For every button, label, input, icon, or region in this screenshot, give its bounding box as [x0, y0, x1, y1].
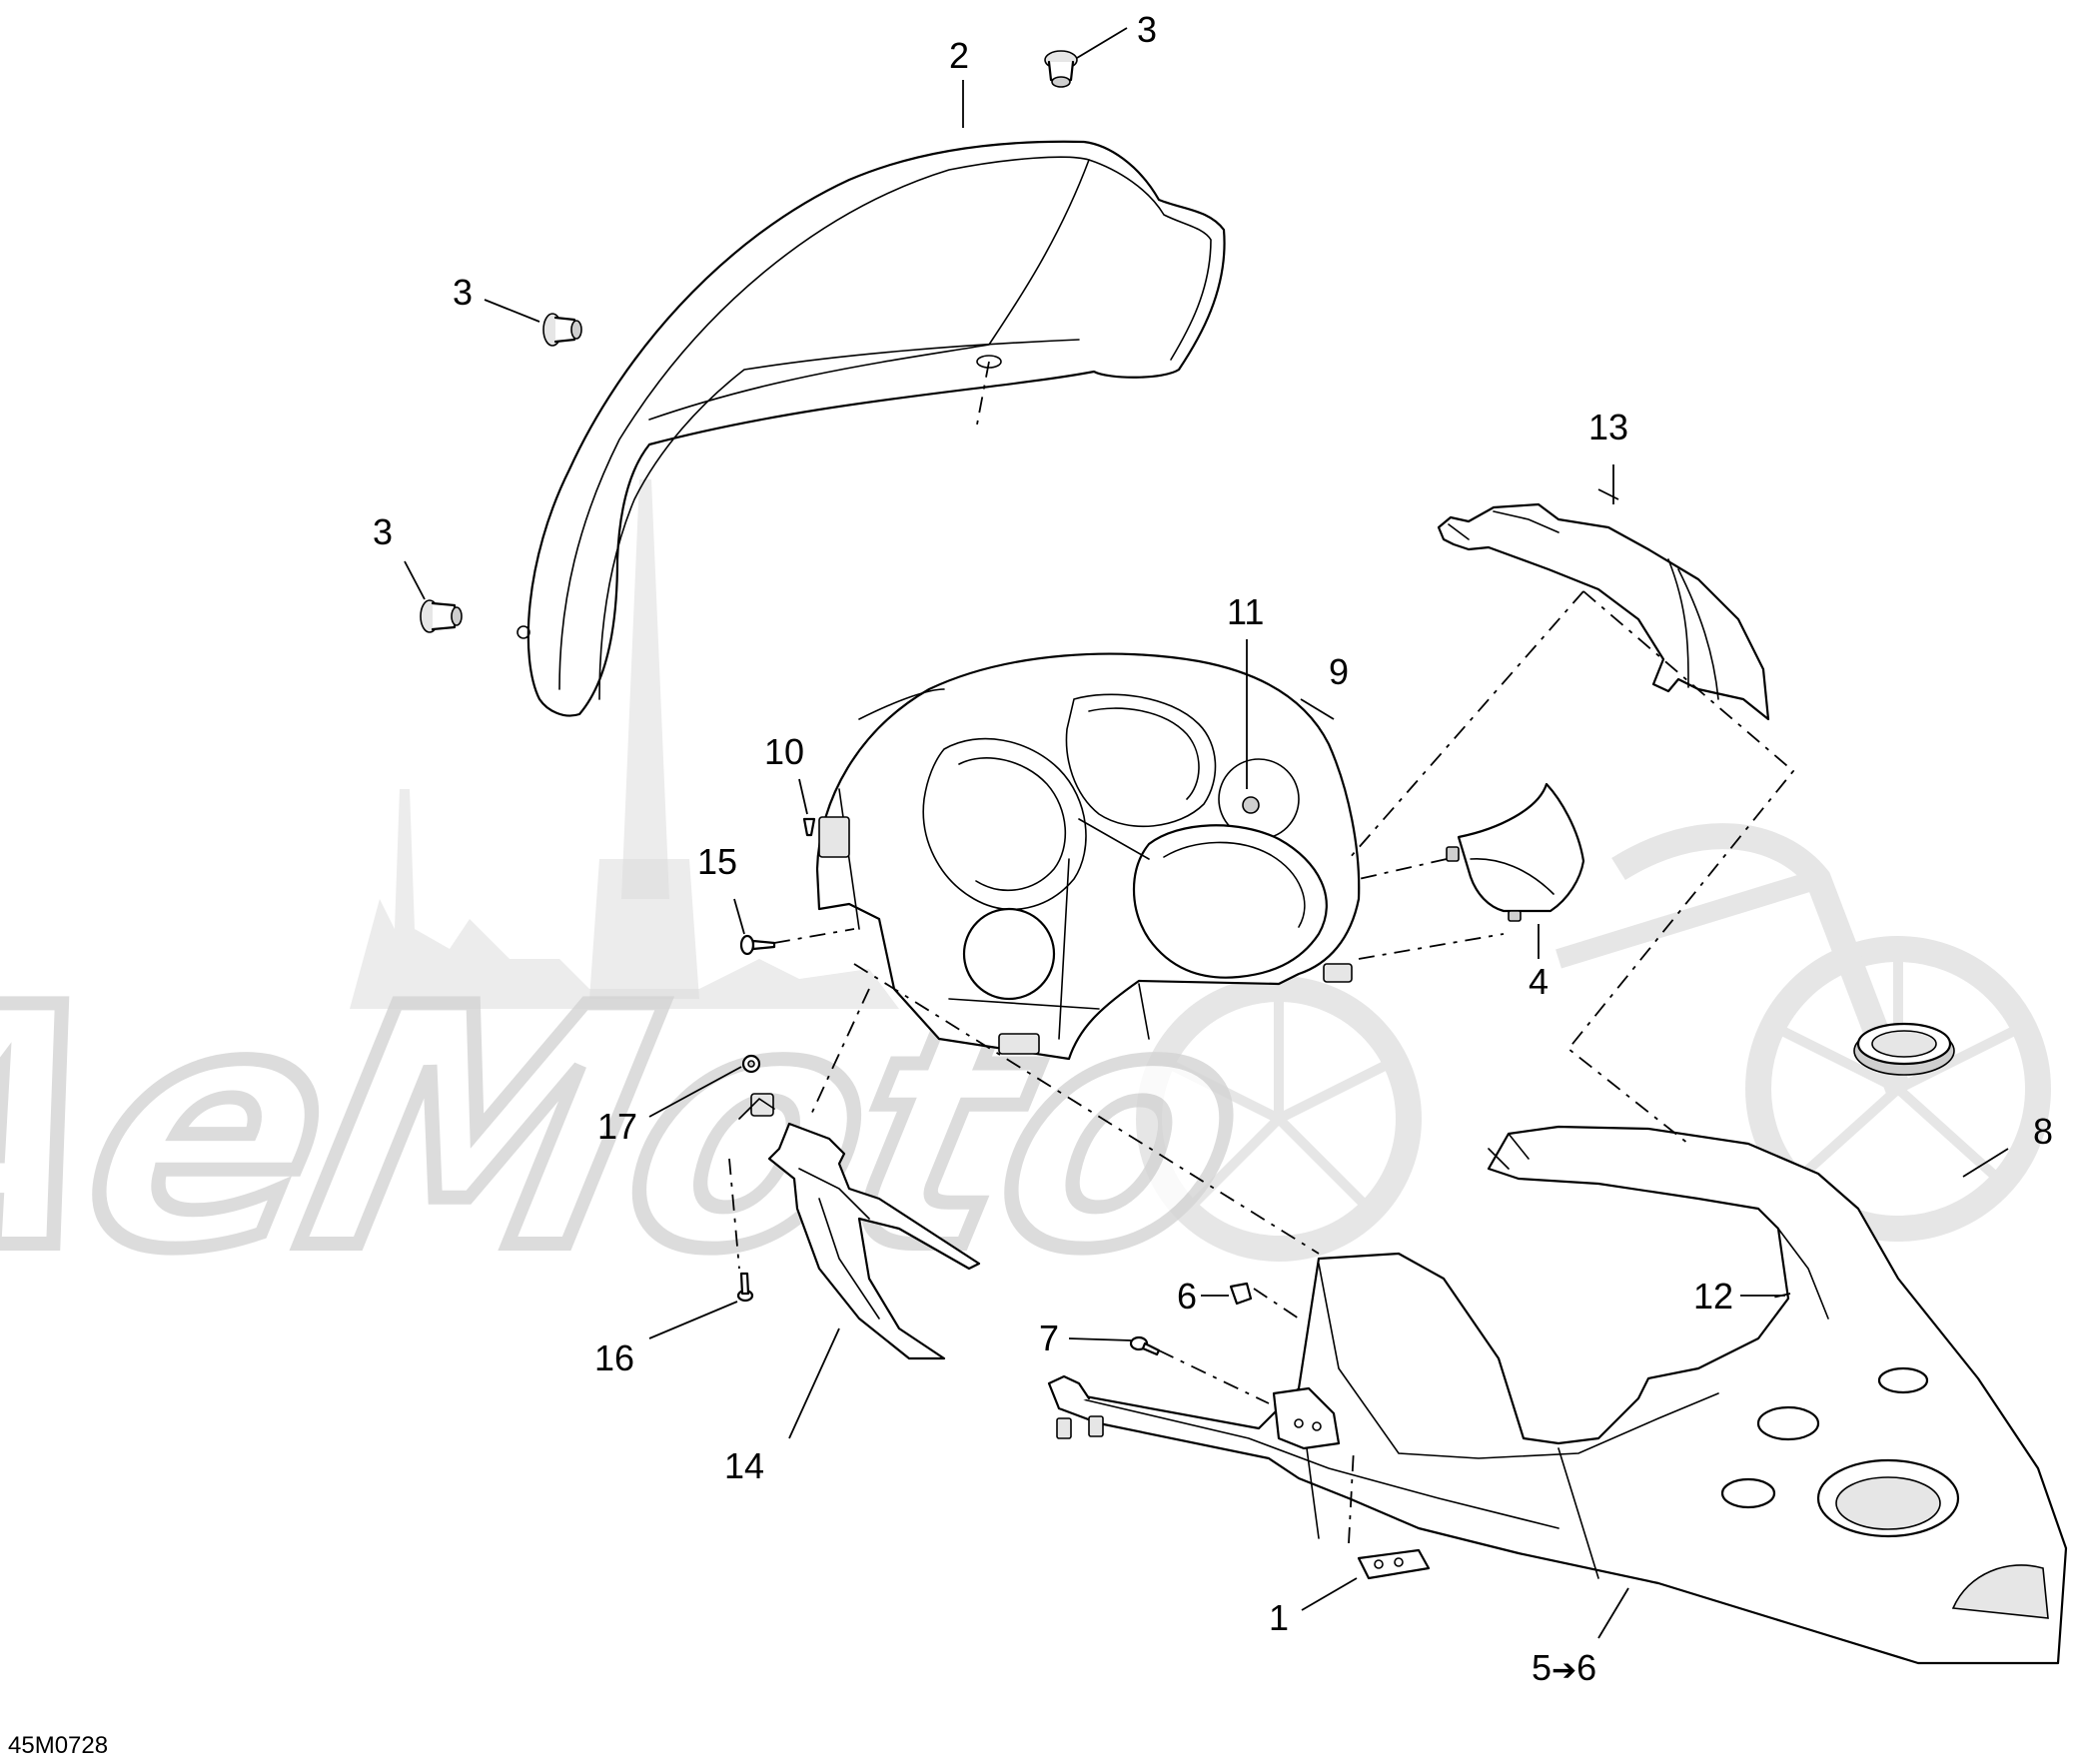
leader-lines — [404, 27, 2009, 1639]
lower-body-front-vent — [1951, 1564, 2049, 1619]
callout-14: 14 — [724, 1445, 764, 1486]
lower-body-outline — [1057, 1125, 2068, 1665]
callout-17: 17 — [597, 1106, 637, 1147]
assembly-line-15 — [773, 928, 855, 944]
trim-13-crease — [1667, 558, 1719, 700]
part-10-screw — [802, 817, 816, 837]
windshield-inner-edge — [558, 156, 1090, 690]
windshield-outline — [526, 140, 1226, 717]
callout-4: 4 — [1529, 961, 1549, 1002]
assembly-line-6 — [1253, 1288, 1300, 1320]
assembly-line-4-upper — [1358, 858, 1448, 880]
callout-15: 15 — [697, 841, 737, 882]
windshield-rim — [1088, 159, 1212, 361]
lower-body-left-arm — [1047, 1374, 1091, 1410]
callout-16: 16 — [594, 1337, 634, 1378]
callout-arrow-icon: ➔ — [1552, 1654, 1576, 1687]
callout-9: 9 — [1329, 651, 1349, 692]
assembly-line-4-lower — [1358, 933, 1505, 960]
assembly-line-13b — [1348, 590, 1584, 860]
gauge-opening-center — [1065, 693, 1217, 828]
panel-14-tab — [750, 1093, 774, 1117]
part-8-cap-ring — [1853, 1022, 1955, 1076]
assembly-line-1 — [1348, 1447, 1355, 1544]
callout-6: 6 — [1177, 1276, 1197, 1317]
lower-body-inner — [1318, 1228, 1829, 1459]
lower-body-side-bracket — [1272, 1386, 1341, 1450]
callouts: 2 3 3 3 13 11 9 10 15 4 8 17 6 12 7 16 1… — [373, 9, 2053, 1688]
part-3-rivet-top — [1044, 50, 1078, 88]
console-lower-cutout — [1133, 824, 1328, 979]
callout-2: 2 — [949, 35, 969, 76]
assembly-line-13 — [1566, 590, 1795, 1145]
windshield-hole — [976, 355, 1002, 369]
part-9-console-housing — [815, 652, 1361, 1061]
diagram-code: 45M0728 — [8, 1732, 108, 1759]
watermark-spire — [621, 479, 669, 899]
part-13-side-trim — [1437, 502, 1770, 721]
lower-body-opening-small — [1720, 1477, 1776, 1509]
lower-body-opening-right — [1877, 1366, 1929, 1394]
callout-5-to-6: 5➔6 — [1532, 1647, 1596, 1688]
part-16-screw — [736, 1272, 754, 1303]
part-11-plug — [1242, 796, 1260, 814]
watermark-spire-base — [589, 859, 699, 999]
gauge-opening-lower — [962, 907, 1056, 1001]
callout-3-middle: 3 — [453, 272, 473, 313]
console-edge-left — [838, 688, 1100, 1010]
cap-4-outline — [1457, 782, 1585, 913]
callout-13: 13 — [1588, 407, 1628, 447]
part-3-rivet-middle — [542, 313, 582, 347]
watermark-motorcycle — [1136, 823, 2051, 1262]
part-3-rivet-lower — [420, 599, 463, 633]
assembly-line-console-to-body — [853, 963, 1320, 1255]
callout-3-top: 3 — [1137, 9, 1157, 50]
callout-5-target: 6 — [1576, 1647, 1596, 1688]
part-2-windshield — [517, 140, 1226, 717]
assembly-line-14 — [808, 988, 870, 1120]
part-15-screw — [739, 934, 776, 956]
part-4-cap — [1446, 782, 1585, 922]
assembly-line-7 — [1158, 1349, 1270, 1404]
lower-body-opening-medium — [1756, 1405, 1820, 1441]
part-1-bracket — [1357, 1548, 1431, 1580]
gauge-opening-left — [922, 737, 1087, 911]
panel-14-outline — [767, 1122, 981, 1360]
part-6-clip-nut — [1229, 1282, 1253, 1306]
console-tab-bottom — [998, 1033, 1040, 1055]
trim-13-outline — [1437, 502, 1770, 721]
watermark-skyline — [350, 789, 899, 1009]
callout-12: 12 — [1693, 1276, 1733, 1317]
part-7-screw — [1129, 1335, 1161, 1356]
part-5-lower-body — [1047, 1125, 2068, 1665]
callout-10: 10 — [764, 731, 804, 772]
callout-3-lower: 3 — [373, 511, 393, 552]
windshield-hole-left — [517, 625, 530, 639]
assembly-line-windshield — [976, 361, 990, 426]
console-tab-left — [818, 816, 850, 858]
callout-5: 5 — [1532, 1647, 1552, 1688]
windshield-inner-edge-2 — [598, 339, 1080, 700]
callout-8: 8 — [2033, 1111, 2053, 1152]
console-tab-bottom-right — [1323, 963, 1353, 983]
callout-11: 11 — [1227, 591, 1264, 632]
part-17-washer — [741, 1054, 761, 1074]
part-14-side-panel — [738, 1093, 981, 1360]
callout-1: 1 — [1269, 1597, 1289, 1638]
callout-7: 7 — [1039, 1318, 1059, 1358]
